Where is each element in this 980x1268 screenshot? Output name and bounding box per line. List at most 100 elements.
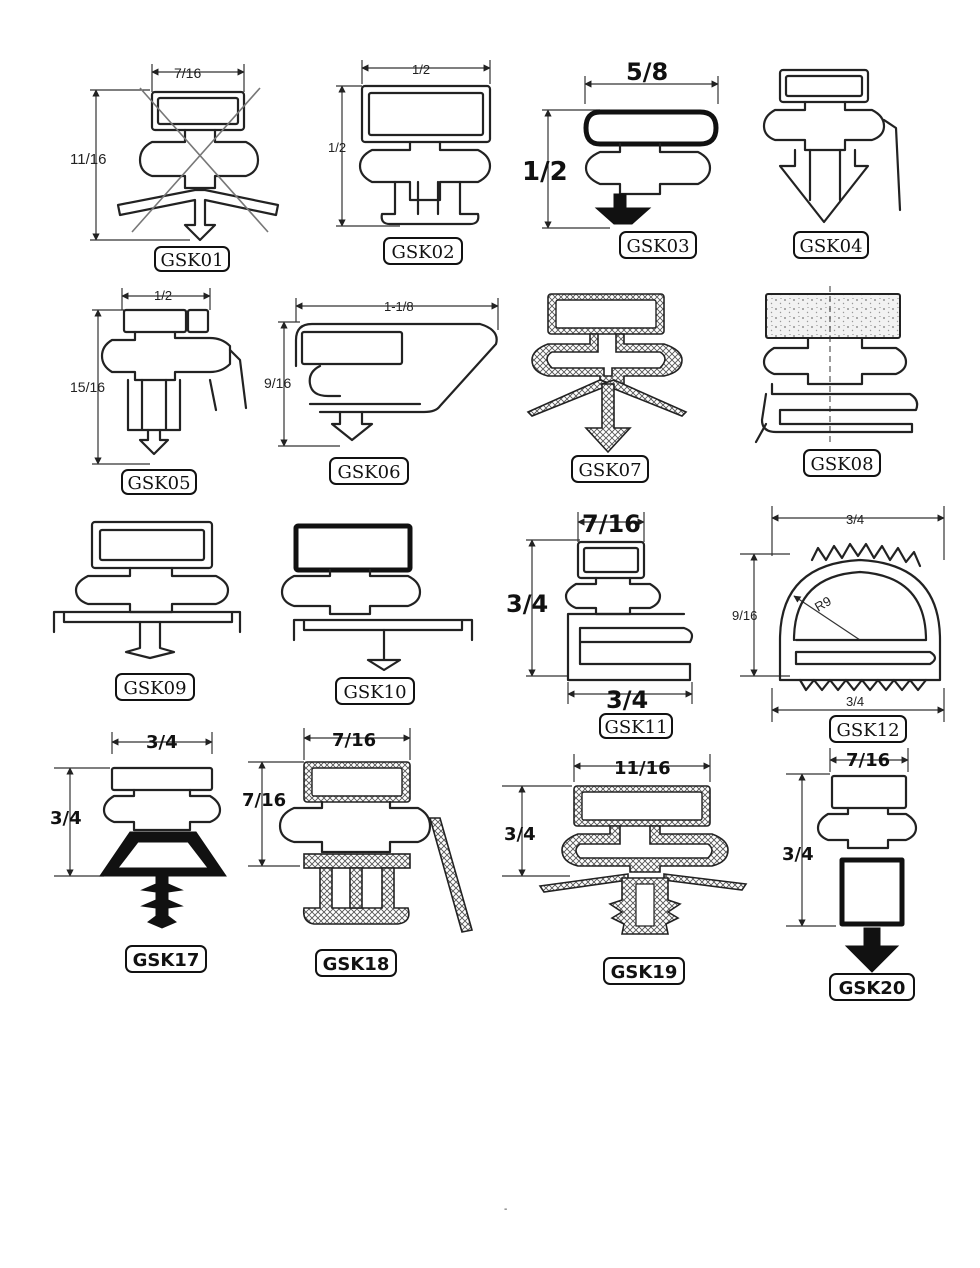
svg-text:GSK05: GSK05 [127,473,190,494]
dimension-lines [542,76,719,229]
dimension-lines [248,728,411,867]
gasket-gsk07: GSK07 [526,293,688,483]
gsk01-label-tag: GSK01 [154,246,230,272]
gasket-gsk02: 1/2 1/2 GSK02 [328,60,492,265]
svg-text:GSK11: GSK11 [604,717,667,738]
gsk03-label-tag: GSK03 [619,231,697,259]
gasket-profile-drawing [100,308,248,456]
gsk06-label-tag: GSK06 [329,457,409,485]
gsk18-label-tag: GSK18 [315,949,397,977]
gasket-profile-drawing [583,109,719,225]
gasket-gsk10: GSK10 [280,523,474,705]
width-dimension: 11/16 [614,758,671,779]
height-dimension: 9/16 [264,375,291,391]
width-dimension: 5/8 [626,58,668,86]
gasket-gsk09: GSK09 [52,520,242,701]
dimension-lines [336,60,491,227]
top-width-dimension: 7/16 [582,510,641,538]
svg-text:GSK03: GSK03 [626,236,689,257]
width-dimension: 7/16 [846,750,890,771]
gsk04-label-tag: GSK04 [793,231,869,259]
gasket-profile-drawing [280,523,474,672]
svg-text:GSK08: GSK08 [810,454,873,475]
gasket-gsk11: 7/16 3/4 3/4 GSK11 [506,510,694,739]
gasket-gsk06: 1-1/8 9/16 GSK06 [264,298,499,485]
gsk09-label-tag: GSK09 [115,673,195,701]
height-dimension: 3/4 [506,590,548,618]
width-dimension: 1/2 [154,288,172,303]
gasket-gsk05: 1/2 15/16 GSK05 [70,288,248,495]
gsk07-label-tag: GSK07 [571,455,649,483]
gasket-profile-drawing [116,90,280,242]
gasket-profile-drawing [564,540,694,682]
height-dimension: 3/4 [50,808,82,829]
svg-text:GSK18: GSK18 [323,954,390,975]
gasket-gsk20: 7/16 3/4 GSK20 [782,748,918,1001]
height-dimension: 11/16 [70,151,106,168]
top-width-dimension: 3/4 [846,512,864,527]
gasket-gsk08: GSK08 [754,286,919,477]
gsk11-label-tag: GSK11 [599,713,673,739]
dimension-lines [740,506,945,722]
svg-text:GSK12: GSK12 [836,720,899,741]
dimension-lines [526,512,693,704]
height-dimension: 1/2 [522,157,568,187]
svg-text:GSK01: GSK01 [160,250,223,271]
height-dimension: 9/16 [732,608,757,623]
height-dimension: 7/16 [242,790,286,811]
gasket-profile-drawing [358,84,492,226]
gasket-profile-drawing [538,785,748,935]
gasket-profile-drawing [52,520,242,660]
width-dimension: 3/4 [146,732,178,753]
bottom-width-dimension: 3/4 [606,686,648,714]
gasket-gsk04: GSK04 [762,68,902,259]
gsk12-label-tag: GSK12 [829,715,907,743]
gasket-profile-drawing [816,774,918,973]
height-dimension: 1/2 [328,140,346,155]
width-dimension: 7/16 [174,65,201,81]
gasket-gsk12: 3/4 9/16 R9 3/4 GSK12 [732,506,945,743]
gsk02-label-tag: GSK02 [383,237,463,265]
gasket-gsk18: 7/16 7/16 GSK18 [242,728,474,977]
svg-text:GSK10: GSK10 [343,682,406,703]
gsk10-label-tag: GSK10 [335,677,415,705]
gasket-profile-drawing [278,761,474,933]
svg-text:GSK02: GSK02 [391,242,454,263]
footer-mark: - [504,1204,507,1215]
dimension-lines [278,298,499,447]
dimension-lines [502,754,711,877]
svg-text:GSK20: GSK20 [839,978,906,999]
gasket-profile-drawing [294,322,498,442]
dimension-lines [786,748,909,927]
gsk19-label-tag: GSK19 [603,957,685,985]
bottom-width-dimension: 3/4 [846,694,864,709]
gasket-profile-drawing [778,542,942,692]
svg-text:GSK19: GSK19 [611,962,678,983]
svg-text:GSK07: GSK07 [578,460,641,481]
height-dimension: 3/4 [782,844,814,865]
dimension-lines [90,64,245,241]
gasket-gsk17: 3/4 3/4 GSK17 [50,732,227,973]
width-dimension: 7/16 [332,730,376,751]
gasket-profile-drawing [99,766,227,929]
gasket-profile-drawing [762,68,902,224]
crossed-out-mark [131,87,269,233]
height-dimension: 15/16 [70,379,105,395]
gsk05-label-tag: GSK05 [121,469,197,495]
gasket-profile-drawing [526,293,688,454]
gsk17-label-tag: GSK17 [125,945,207,973]
gasket-gsk01: 7/16 11/16 GSK01 [70,64,280,272]
gasket-gsk03: 5/8 1/2 GSK03 [522,58,719,259]
dimension-lines [54,732,213,877]
height-dimension: 3/4 [504,824,536,845]
dimension-lines [92,288,211,465]
svg-text:GSK06: GSK06 [337,462,400,483]
gasket-profile-drawing [754,286,919,446]
svg-text:GSK04: GSK04 [799,236,862,257]
svg-text:GSK17: GSK17 [133,950,200,971]
radius-dimension: R9 [812,593,834,614]
width-dimension: 1-1/8 [384,299,414,314]
svg-text:GSK09: GSK09 [123,678,186,699]
width-dimension: 1/2 [412,62,430,77]
